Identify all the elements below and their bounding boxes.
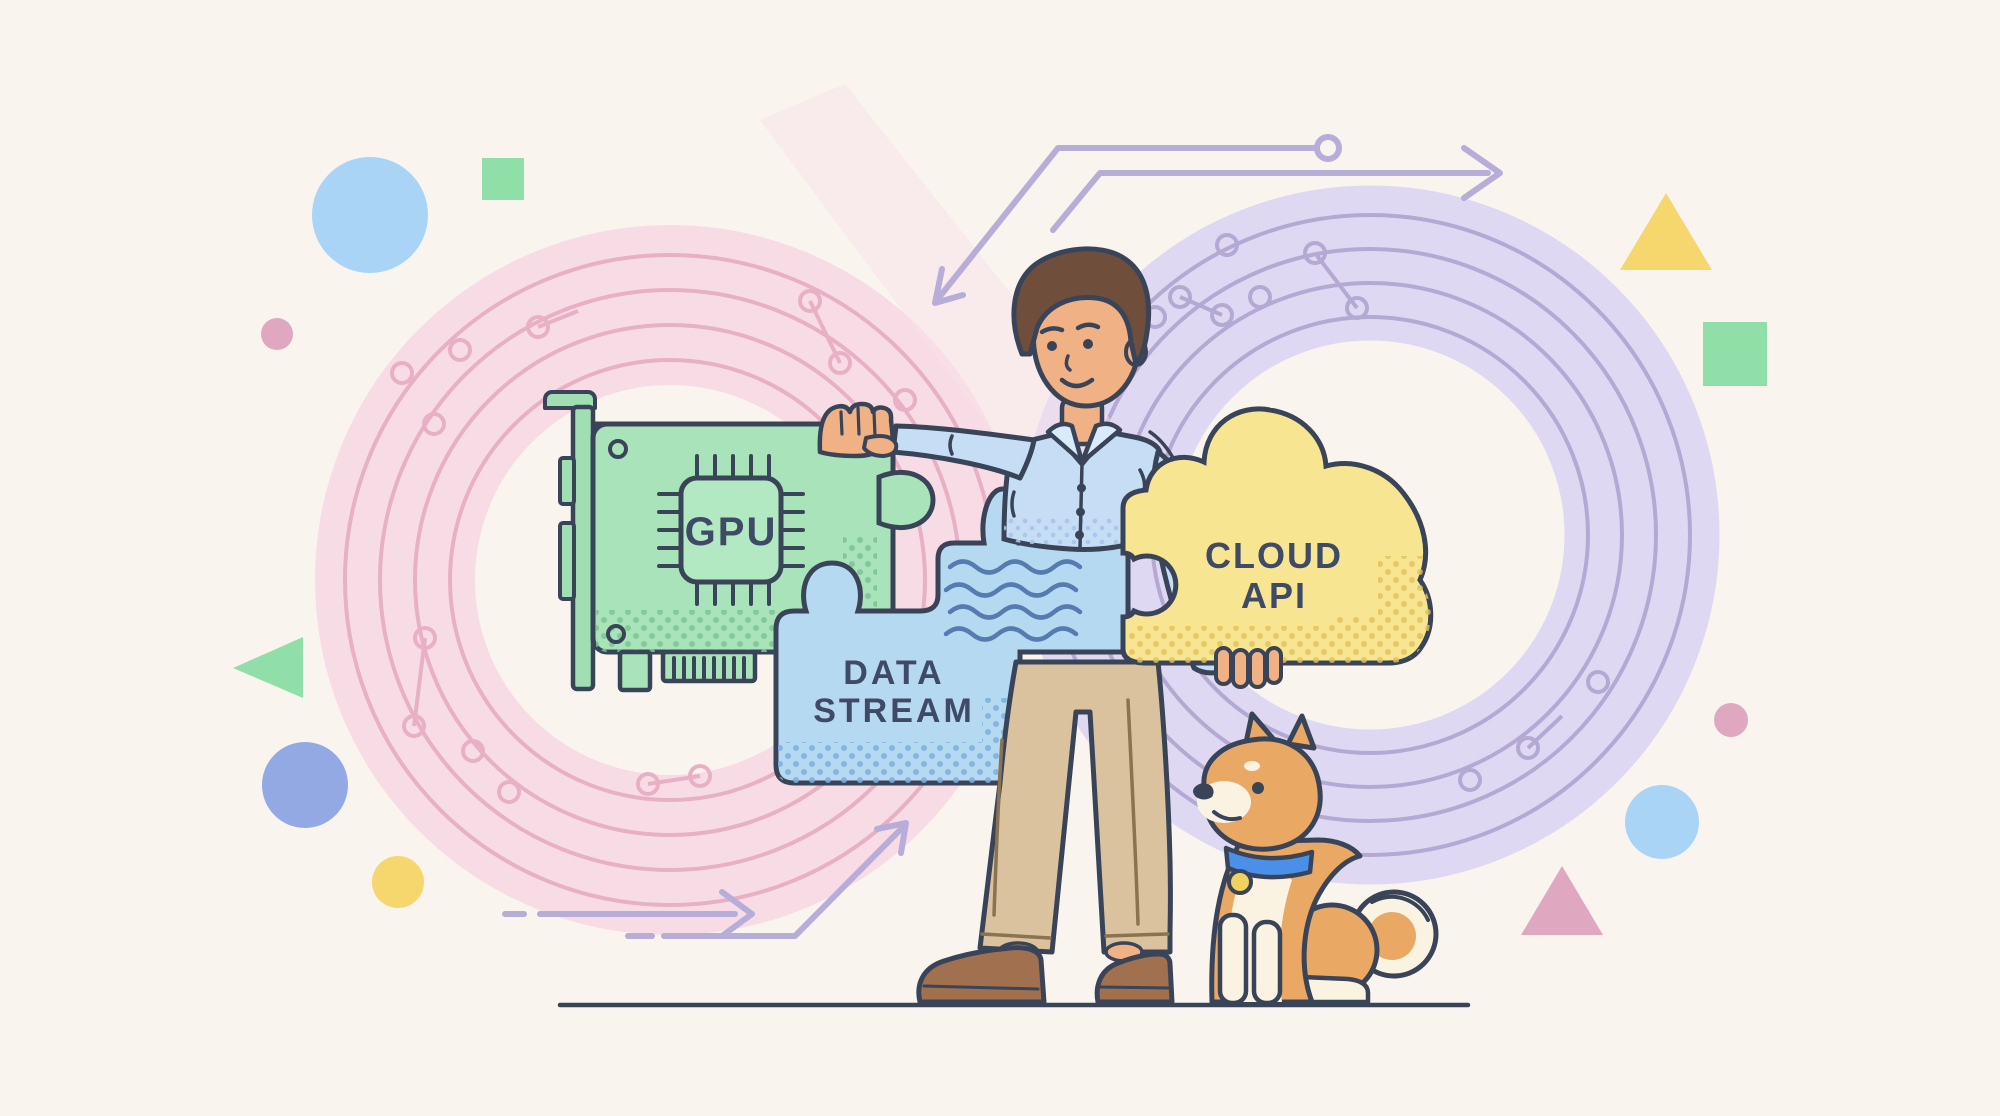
- circuit-node: [402, 714, 426, 738]
- pink-ring-nodes: [390, 289, 917, 804]
- decorative-shapes: [233, 157, 1767, 935]
- bracket-tab: [543, 390, 597, 410]
- eyebrows: [1039, 322, 1101, 335]
- dog-front-leg: [1217, 912, 1249, 1006]
- arrowhead-right: [1461, 145, 1503, 201]
- bracket-port: [558, 456, 576, 506]
- smile: [1059, 377, 1095, 389]
- cloud-api-label-line2: API: [1241, 575, 1307, 616]
- circuit-node: [1586, 670, 1610, 694]
- arrow-node: [1314, 134, 1342, 162]
- arrowhead-up-right: [874, 820, 909, 856]
- screw-hole: [606, 624, 626, 644]
- decor-circle-blue-topleft: [312, 157, 428, 273]
- decor-triangle-pink-bottomright: [1521, 866, 1603, 935]
- circuit-node: [422, 412, 446, 436]
- arrowhead-down-left: [932, 266, 966, 306]
- shoe-right: [1094, 951, 1175, 1005]
- decor-square-green-topleft: [482, 158, 524, 200]
- data-stream-label-line2: STREAM: [813, 692, 975, 730]
- finger: [1231, 648, 1250, 689]
- screw-hole: [608, 439, 628, 459]
- shiba-dog: [1193, 711, 1439, 1006]
- pants-creases: [980, 698, 1170, 940]
- circuit-node: [893, 388, 917, 412]
- left-arm-sleeve: [890, 423, 1037, 481]
- dog-ear-right: [1285, 713, 1317, 751]
- data-stream-label-line1: DATA: [843, 654, 944, 692]
- left-hand-fingers: [839, 406, 877, 438]
- arrowhead-right-small: [719, 889, 755, 939]
- circuit-node: [1248, 285, 1272, 309]
- dog-mouth: [1212, 810, 1242, 822]
- circuit-node: [1210, 303, 1234, 327]
- circuit-node: [448, 338, 472, 362]
- data-waves: [943, 559, 1083, 642]
- collar-flap-left: [1045, 421, 1085, 465]
- pcie-block: [617, 649, 653, 693]
- finger: [1248, 648, 1267, 689]
- circuit-node: [1168, 285, 1192, 309]
- finger: [1214, 646, 1233, 686]
- decor-triangle-green-left: [233, 637, 303, 698]
- circuit-node: [413, 626, 437, 650]
- decor-circle-blue-bottomright: [1625, 785, 1699, 859]
- collar-flap-right: [1079, 421, 1123, 465]
- dog-front-leg: [1251, 919, 1283, 1006]
- pcie-connector: [660, 649, 758, 684]
- sleeve-wrinkle: [948, 434, 954, 456]
- circuit-node: [1303, 241, 1327, 265]
- decor-triangle-yellow-topright: [1620, 193, 1712, 270]
- dog-tail-center: [1368, 912, 1416, 960]
- arrow-top-left: [934, 145, 1320, 303]
- circuit-node: [798, 289, 822, 313]
- circuit-node: [526, 315, 550, 339]
- circuit-node: [1458, 768, 1482, 792]
- circuit-node: [688, 764, 712, 788]
- decor-circle-pink-left: [261, 318, 293, 350]
- decor-circle-pink-right: [1714, 703, 1748, 737]
- nose: [1064, 354, 1072, 372]
- circuit-node: [497, 780, 521, 804]
- hair: [1011, 246, 1152, 367]
- circuit-node: [461, 739, 485, 763]
- decor-circle-yellow-bottomleft: [372, 856, 424, 908]
- dog-nose: [1193, 783, 1214, 800]
- decor-square-green-right: [1703, 322, 1767, 386]
- left-thumb: [862, 434, 899, 458]
- circuit-node: [1516, 736, 1540, 760]
- shoe-soles: [922, 984, 1172, 991]
- circuit-node: [1215, 233, 1239, 257]
- dog-tail-curl: [1370, 894, 1430, 922]
- cloud-api-label-line1: CLOUD: [1205, 535, 1343, 576]
- pants: [977, 659, 1173, 955]
- arrow-top-right: [1050, 170, 1491, 233]
- pcie-teeth: [672, 656, 746, 681]
- arrow-bottom-elbow: [625, 826, 904, 939]
- chip-pins: [657, 454, 805, 606]
- dog-brow-patch: [1244, 761, 1260, 771]
- circuit-node: [390, 361, 414, 385]
- diagonal-wash: [760, 84, 1190, 576]
- decor-circle-periwinkle-bottomleft: [262, 742, 348, 828]
- gpu-label: GPU: [685, 510, 778, 554]
- right-hand: [1214, 646, 1283, 689]
- gpu-puzzle-tab: [876, 470, 936, 530]
- head: [1011, 246, 1152, 409]
- man-figure: [817, 246, 1239, 1005]
- flow-arrows: [502, 134, 1503, 939]
- eyes: [1047, 339, 1093, 351]
- circuit-node: [828, 351, 852, 375]
- dog-collar-tag: [1227, 869, 1253, 895]
- dog-eye: [1252, 782, 1264, 794]
- circuit-node: [1345, 296, 1369, 320]
- bracket-port: [558, 521, 576, 601]
- circuit-node: [636, 772, 660, 796]
- shirt-buttons: [1075, 483, 1086, 540]
- sleeve-wrinkle: [1148, 430, 1174, 458]
- finger: [1265, 646, 1283, 685]
